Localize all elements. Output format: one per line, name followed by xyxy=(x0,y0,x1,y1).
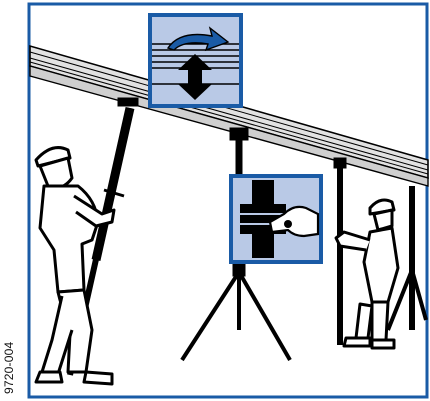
rotate-adjust-inset xyxy=(150,15,241,106)
figure-code-label: 9720-004 xyxy=(2,342,16,394)
prop-pin-inset xyxy=(231,176,321,262)
